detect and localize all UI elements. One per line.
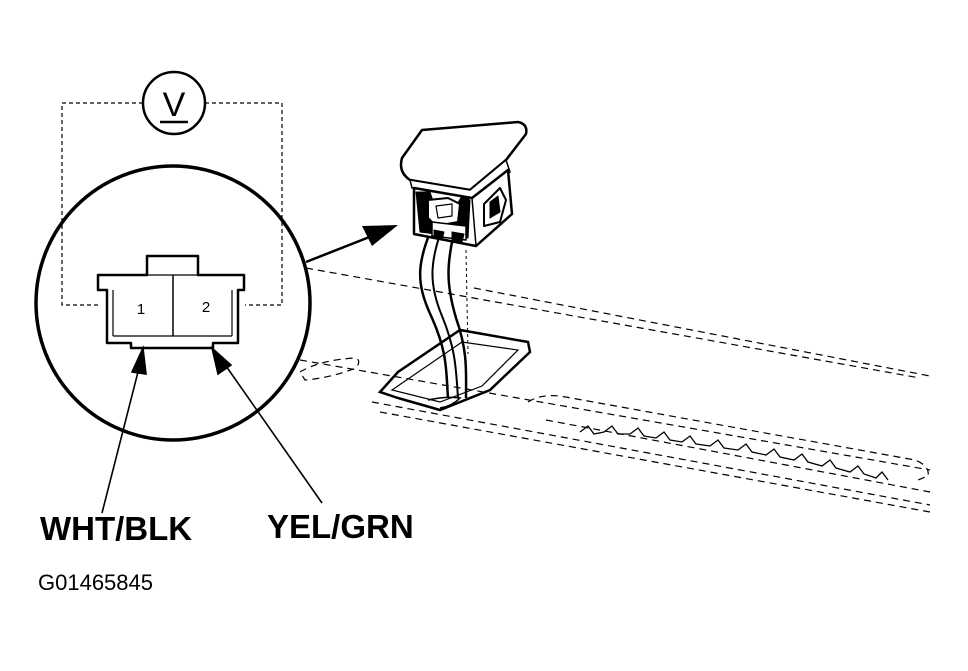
figure-code: G01465845 xyxy=(38,570,153,595)
pin-2-label: 2 xyxy=(202,299,210,316)
panel-opening xyxy=(377,249,532,412)
magnifier-circle xyxy=(34,164,312,442)
panel-outline xyxy=(299,267,931,513)
voltmeter-symbol: V xyxy=(163,86,186,124)
wire-label-wht-blk: WHT/BLK xyxy=(40,510,193,547)
trim-edge xyxy=(579,425,889,481)
voltmeter-leads xyxy=(61,102,283,306)
switch-assembly-icon xyxy=(399,120,528,248)
wire-leader-lines xyxy=(101,345,323,514)
wire-harness xyxy=(418,221,468,399)
pin-1-label: 1 xyxy=(137,301,145,318)
voltmeter-icon: V xyxy=(141,70,207,136)
connector-icon xyxy=(96,254,246,350)
zoom-arrow xyxy=(305,225,398,264)
wire-label-yel-grn: YEL/GRN xyxy=(267,508,414,545)
